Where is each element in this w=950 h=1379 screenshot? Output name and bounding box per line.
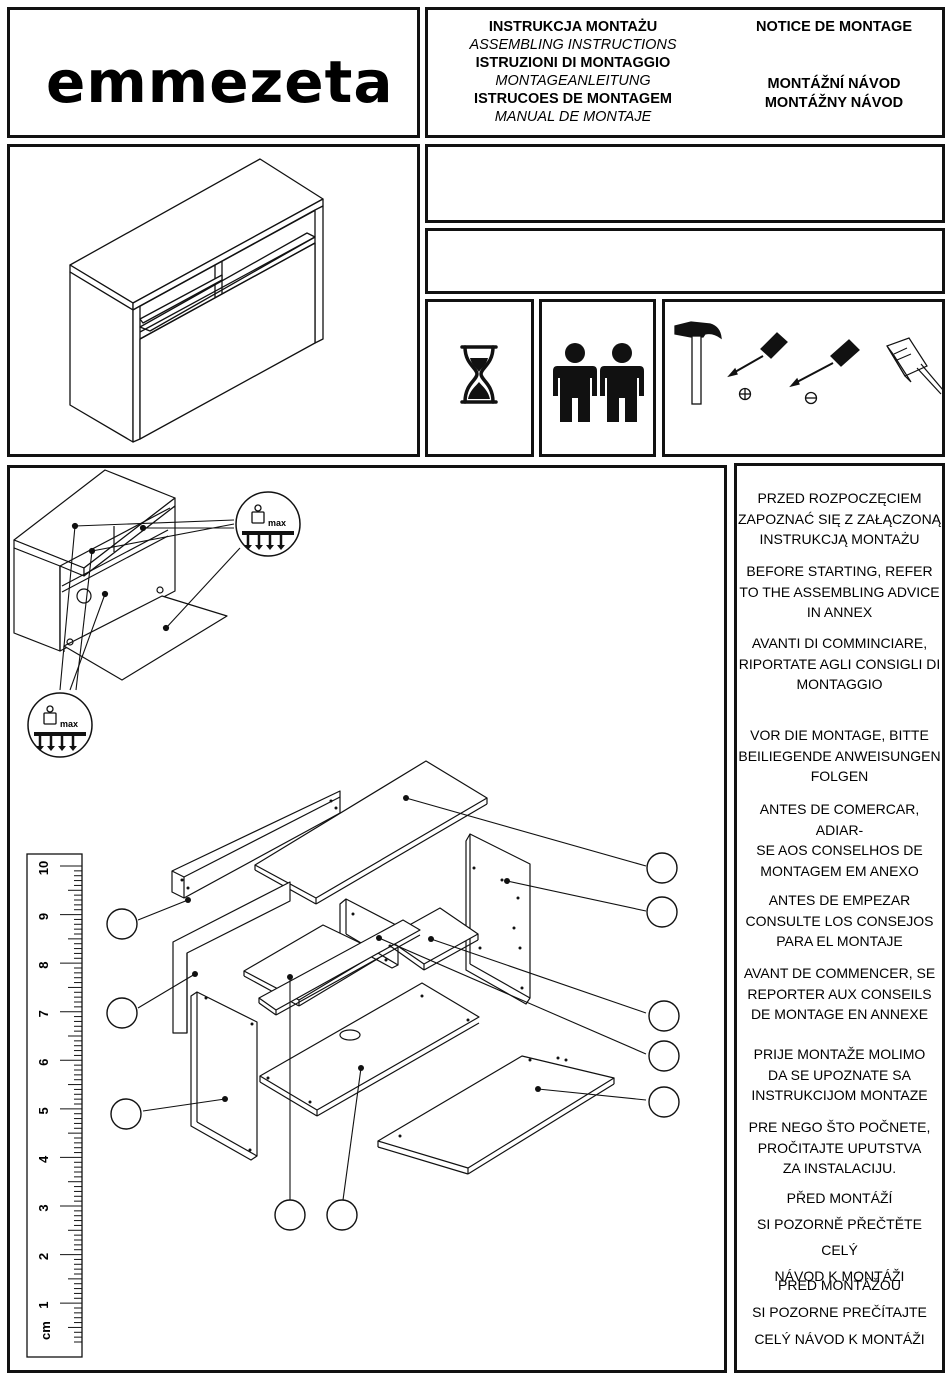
advice-line: IN ANNEX — [806, 604, 873, 620]
advice-line: NÁVOD K MONTÁŽI — [774, 1268, 905, 1284]
time-box — [425, 299, 534, 457]
tools-illustration — [674, 321, 942, 405]
advice-line: PŘED MONTÁŽÍ — [786, 1190, 893, 1206]
advice-line: ZAPOZNAĆ SIĘ Z ZAŁĄCZONĄ — [737, 510, 942, 527]
advice-block: PRED MONTÁŽOU SI POZORNE PREČÍTAJTE CELÝ N… — [737, 1272, 942, 1353]
advice-line: BEILIEGENDE ANWEISUNGEN — [738, 747, 941, 764]
product-code-box — [425, 228, 945, 294]
people-box — [539, 299, 656, 457]
advice-line: PRED MONTÁŽOU — [778, 1277, 901, 1293]
advice-line: MONTAGEM EM ANEXO — [760, 862, 919, 879]
ruler-label: 6 — [36, 1059, 51, 1066]
ruler-label: 3 — [36, 1204, 51, 1211]
advice-box: PRZED ROZPOCZĘCIEM ZAPOZNAĆ SIĘ Z ZAŁĄCZO… — [734, 463, 945, 1373]
ruler-label: 7 — [36, 1010, 51, 1017]
title-en: ASSEMBLING INSTRUCTIONS — [469, 37, 677, 53]
advice-block: PRE NEGO ŠTO POČNETE, PROČITAJTE UPUTSTVA… — [737, 1117, 942, 1179]
title-box: INSTRUKCJA MONTAŻU ASSEMBLING INSTRUCTIO… — [425, 7, 945, 138]
assembly-drawing-box: max max — [7, 465, 727, 1373]
title-pl: INSTRUKCJA MONTAŻU — [488, 19, 658, 35]
advice-line: TO THE ASSEMBLING ADVICE — [739, 583, 940, 600]
advice-line: RIPORTATE AGLI CONSIGLI DI — [738, 655, 941, 672]
title-cz: MONTÁŽNÍ NÁVOD — [767, 76, 901, 92]
load-max-label: max — [268, 518, 286, 528]
ruler: 1 2 3 4 5 6 7 8 9 10 cm — [26, 853, 83, 1358]
advice-line: FOLGEN — [810, 768, 869, 784]
ruler-label: 9 — [36, 913, 51, 920]
flat-screwdriver-icon — [789, 339, 860, 405]
advice-line: INSTRUKCJĄ MONTAŻU — [759, 531, 920, 547]
advice-line: VOR DIE MONTAGE, BITTE — [750, 727, 929, 743]
advice-block: BEFORE STARTING, REFER TO THE ASSEMBLING … — [737, 561, 942, 623]
ruler-label: 1 — [36, 1302, 51, 1309]
advice-line: MONTAGGIO — [796, 676, 883, 692]
advice-line: CONSULTE LOS CONSEJOS — [745, 912, 934, 929]
advice-line: SI POZORNE PREČÍTAJTE — [752, 1304, 927, 1320]
assembly-drawing: max max — [13, 469, 680, 1358]
tools-box — [662, 299, 945, 457]
product-illustration — [69, 158, 324, 443]
tape-measure-icon — [886, 337, 942, 395]
advice-line: BEFORE STARTING, REFER — [746, 563, 933, 579]
brand-box: emmezeta — [7, 7, 420, 138]
title-pt: ISTRUCOES DE MONTAGEM — [474, 91, 672, 107]
load-max-label: max — [60, 719, 78, 729]
advice-line: ANTES DE COMERCAR, ADIAR- — [759, 801, 920, 838]
advice-line: PRIJE MONTAŽE MOLIMO — [753, 1046, 926, 1062]
advice-line: AVANT DE COMMENCER, SE — [743, 965, 936, 981]
advice-line: REPORTER AUX CONSEILS — [747, 985, 932, 1002]
advice-line: SI POZORNĚ PŘEČTĚTE CELÝ — [757, 1216, 922, 1258]
title-de: MONTAGEANLEITUNG — [495, 73, 651, 89]
advice-line: DA SE UPOZNATE SA — [768, 1066, 911, 1083]
advice-line: SE AOS CONSELHOS DE — [756, 842, 923, 858]
two-persons-icon — [553, 343, 644, 422]
advice-line: PROČITAJTE UPUTSTVA — [757, 1139, 922, 1156]
ruler-label: 2 — [36, 1253, 51, 1260]
advice-line: AVANTI DI COMMINCIARE, — [751, 635, 928, 651]
load-symbol-icon: max — [235, 491, 301, 557]
product-image-box — [7, 144, 420, 457]
ruler-label: 8 — [36, 962, 51, 969]
advice-line: PRZED ROZPOCZĘCIEM — [757, 490, 922, 506]
ruler-label: 4 — [36, 1155, 51, 1163]
title-es: MANUAL DE MONTAJE — [494, 109, 652, 125]
title-list: INSTRUKCJA MONTAŻU ASSEMBLING INSTRUCTIO… — [428, 18, 718, 126]
ruler-label: 5 — [36, 1107, 51, 1114]
advice-block: ANTES DE COMERCAR, ADIAR- SE AOS CONSELHO… — [737, 799, 942, 881]
advice-line: PRE NEGO ŠTO POČNETE, — [748, 1119, 931, 1135]
part-callouts — [106, 852, 680, 1231]
load-symbol-icon: max — [27, 692, 93, 758]
advice-block: PRIJE MONTAŽE MOLIMO DA SE UPOZNATE SA INS… — [737, 1044, 942, 1106]
title-sk: MONTÁŽNY NÁVOD — [764, 95, 904, 111]
advice-line: PARA EL MONTAJE — [776, 933, 903, 949]
product-name-box — [425, 144, 945, 223]
advice-line: INSTRUKCIJOM MONTAZE — [751, 1087, 928, 1103]
ruler-unit: cm — [38, 1321, 53, 1340]
advice-line: ANTES DE EMPEZAR — [768, 892, 911, 908]
hammer-icon — [674, 321, 722, 405]
advice-block: AVANT DE COMMENCER, SE REPORTER AUX CONSE… — [737, 963, 942, 1025]
brand-logo: emmezeta — [46, 48, 394, 116]
advice-block: PRZED ROZPOCZĘCIEM ZAPOZNAĆ SIĘ Z ZAŁĄCZO… — [737, 488, 942, 550]
advice-block: AVANTI DI COMMINCIARE, RIPORTATE AGLI CON… — [737, 633, 942, 695]
advice-block: VOR DIE MONTAGE, BITTE BEILIEGENDE ANWEIS… — [737, 725, 942, 787]
title-list-2: NOTICE DE MONTAGE MONTÁŽNÍ NÁVOD MONTÁŽN… — [724, 18, 944, 113]
title-fr: NOTICE DE MONTAGE — [755, 19, 912, 35]
title-it: ISTRUZIONI DI MONTAGGIO — [475, 55, 671, 71]
advice-line: DE MONTAGE EN ANNEXE — [750, 1006, 929, 1022]
advice-line: CELÝ NÁVOD K MONTÁŽI — [754, 1331, 925, 1347]
advice-block: ANTES DE EMPEZAR CONSULTE LOS CONSEJOS PAR… — [737, 890, 942, 952]
advice-block: PŘED MONTÁŽÍ SI POZORNĚ PŘEČTĚTE CELÝ NÁVO… — [737, 1185, 942, 1289]
phillips-screwdriver-icon — [727, 332, 788, 401]
ruler-label: 10 — [36, 861, 51, 875]
advice-line: ZA INSTALACIJU. — [782, 1160, 897, 1176]
hourglass-icon — [460, 345, 498, 404]
